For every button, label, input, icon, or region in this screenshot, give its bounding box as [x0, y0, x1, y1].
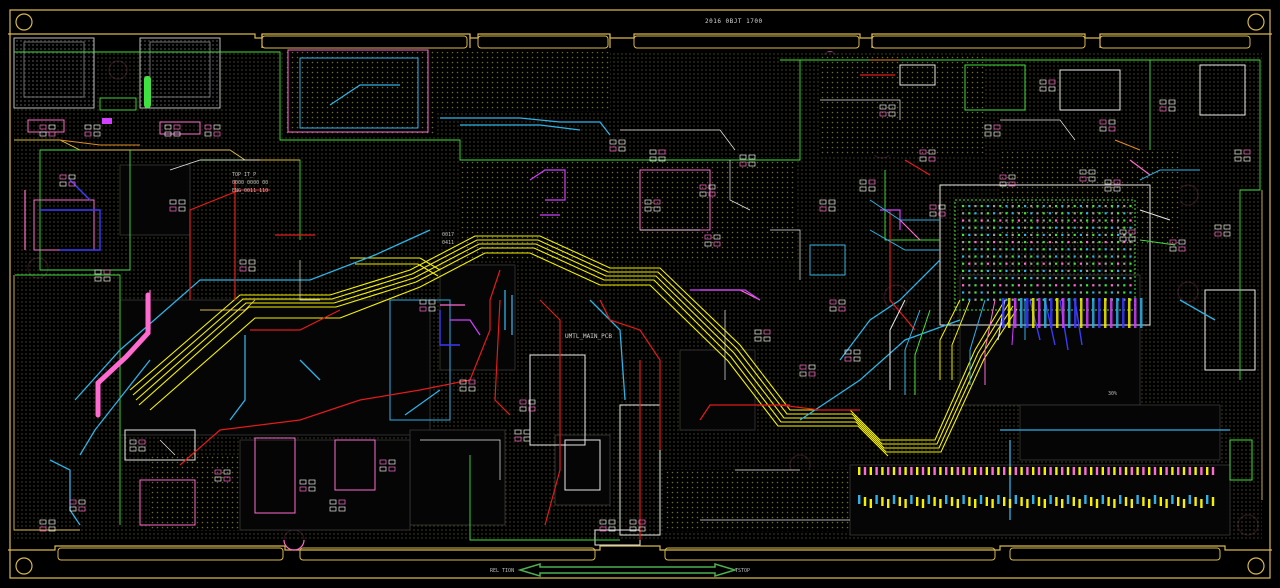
white-traces [159, 99, 1076, 521]
red-traces [179, 74, 931, 540]
block-label-line-1: TOP IT_P [232, 172, 256, 178]
bottom-right-label: TSTOP [735, 568, 750, 574]
magenta-traces [450, 169, 901, 336]
block-label-line-2: 0000 0000 00 [232, 180, 268, 186]
bga-pad-grid [962, 205, 1132, 301]
left-silk-line-1: 0017 [442, 232, 454, 238]
connector-highlight [144, 76, 151, 108]
passive-components [39, 79, 1251, 532]
connector-pin-row [858, 298, 1215, 508]
yellow-bus-traces [129, 235, 1018, 457]
board-center-label: UMTL_MAIN_PCB [565, 333, 612, 340]
ethernet-connector-left [13, 37, 221, 111]
left-silk-line-2: 0411 [442, 240, 454, 246]
direction-arrow: REL TION TSTOP [490, 562, 750, 578]
right-small-label: 30% [1108, 391, 1117, 397]
pink-power-trace [95, 292, 151, 418]
block-label-line-3: ENG_0011_110 [232, 188, 268, 194]
bga-fanout [869, 169, 1200, 395]
board-top-marking: 2016 0BJT 1700 [705, 18, 763, 25]
bottom-left-label: REL TION [490, 568, 514, 574]
